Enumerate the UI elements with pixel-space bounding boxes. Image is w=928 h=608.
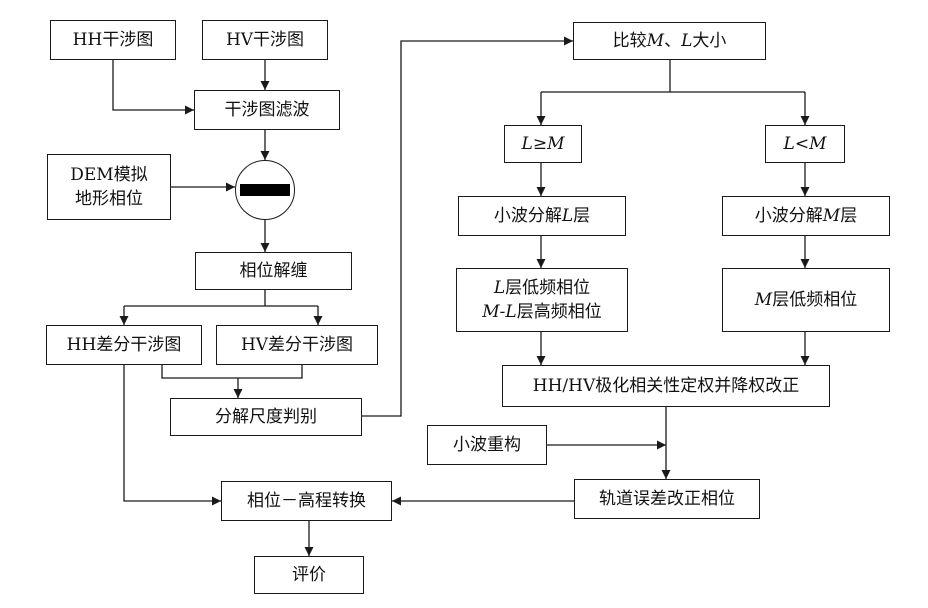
compare-m: M xyxy=(646,31,665,51)
hv-interferogram-box: HV干涉图 xyxy=(202,20,328,60)
m-low-freq-phase-box: M层低频相位 xyxy=(722,268,890,332)
hhdiff-merge-arrow xyxy=(161,365,303,379)
wavelet-decompose-l-box: 小波分解L层 xyxy=(458,196,626,236)
lge-m: M xyxy=(547,134,565,154)
compare-l: L xyxy=(681,31,693,51)
interferogram-filter-box: 干涉图滤波 xyxy=(194,90,340,130)
mf-post: 层低频相位 xyxy=(772,290,858,310)
scale-to-compare-arrow xyxy=(362,36,573,417)
hh-diff-interferogram-box: HH差分干涉图 xyxy=(46,325,202,365)
l-lt-m-box: L<M xyxy=(765,125,845,163)
wavelet-decompose-m-box: 小波分解M层 xyxy=(722,196,890,236)
wm-var: M xyxy=(822,206,841,226)
hh-to-filter-arrow xyxy=(112,60,194,115)
wavelet-recon-label: 小波重构 xyxy=(453,435,521,455)
polarization-label: HH/HV极化相关性定权并降权改正 xyxy=(532,376,800,396)
polarization-weight-correct-box: HH/HV极化相关性定权并降权改正 xyxy=(502,365,830,407)
minus-bar xyxy=(240,184,290,196)
hf-ml-var: M-L xyxy=(482,302,517,322)
lf-l-post: 层低频相位 xyxy=(505,278,591,298)
hv-diff-interferogram-box: HV差分干涉图 xyxy=(216,325,378,365)
phase-unwrap-box: 相位解缠 xyxy=(195,252,352,290)
wm-pre: 小波分解 xyxy=(754,206,823,226)
hv-interferogram-label: HV干涉图 xyxy=(225,30,305,50)
hh-diff-label: HH差分干涉图 xyxy=(66,335,182,355)
hf-ml-post: 层高频相位 xyxy=(516,302,602,322)
lf-l-var: L xyxy=(493,278,506,298)
wl-pre: 小波分解 xyxy=(493,206,562,226)
wl-var: L xyxy=(561,206,574,226)
phase-unwrap-label: 相位解缠 xyxy=(239,261,308,281)
hhdiff-to-phase-arrow xyxy=(123,365,221,506)
wavelet-reconstruct-box: 小波重构 xyxy=(427,425,547,465)
compare-pre: 比较 xyxy=(612,31,647,51)
l-ge-m-box: L≥M xyxy=(504,125,582,163)
hv-diff-label: HV差分干涉图 xyxy=(240,335,354,355)
interferogram-filter-label: 干涉图滤波 xyxy=(224,100,310,120)
minus-symbol-circle-icon xyxy=(235,160,295,220)
llt-m: M xyxy=(809,134,827,154)
dem-phase-box: DEM模拟地形相位 xyxy=(47,154,171,220)
llt-op: < xyxy=(794,134,810,154)
hh-interferogram-box: HH干涉图 xyxy=(50,20,176,60)
lge-l: L xyxy=(521,134,533,154)
wm-post: 层 xyxy=(840,206,858,226)
evaluate-label: 评价 xyxy=(292,565,326,585)
scale-judge-box: 分解尺度判别 xyxy=(170,398,362,436)
lge-op: ≥ xyxy=(532,134,548,154)
compare-ml-box: 比较M、L大小 xyxy=(573,22,766,60)
evaluate-box: 评价 xyxy=(254,556,364,594)
mf-var: M xyxy=(754,290,773,310)
low-high-freq-phase-box: L层低频相位 M-L层高频相位 xyxy=(456,268,628,332)
orbit-label: 轨道误差改正相位 xyxy=(599,489,735,509)
compare-sep: 、 xyxy=(664,31,682,51)
llt-l: L xyxy=(783,134,795,154)
phase-height-label: 相位－高程转换 xyxy=(247,491,366,511)
dem-line2: 地形相位 xyxy=(74,189,143,209)
scale-judge-label: 分解尺度判别 xyxy=(215,407,317,427)
phase-height-convert-box: 相位－高程转换 xyxy=(221,481,392,521)
hh-interferogram-label: HH干涉图 xyxy=(72,30,154,50)
orbit-error-correct-box: 轨道误差改正相位 xyxy=(574,479,760,519)
wl-post: 层 xyxy=(573,206,591,226)
dem-line1: DEM模拟 xyxy=(70,165,148,185)
compare-post: 大小 xyxy=(692,31,727,51)
